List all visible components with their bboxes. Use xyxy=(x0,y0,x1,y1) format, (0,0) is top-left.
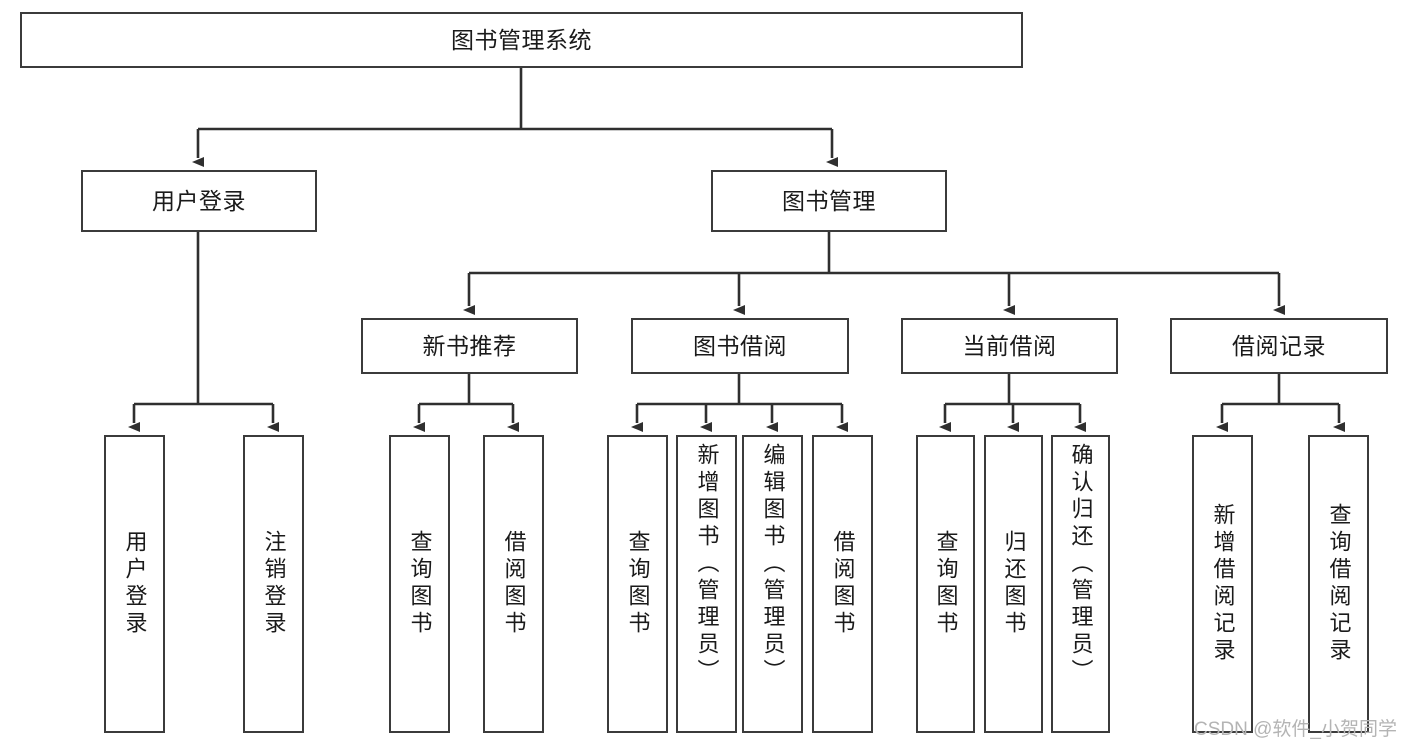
node-book-management-system[interactable]: 图书管理系统 xyxy=(20,12,1023,68)
node-user-login[interactable]: 用户登录 xyxy=(81,170,317,232)
node-book-management[interactable]: 图书管理 xyxy=(711,170,947,232)
leaf-label: 新增借阅记录 xyxy=(1210,503,1236,665)
node-label: 图书借阅 xyxy=(693,332,787,359)
leaf-user-login[interactable]: 用户登录 xyxy=(104,435,165,733)
node-label: 用户登录 xyxy=(152,187,246,214)
leaf-query-book-current[interactable]: 查询图书 xyxy=(916,435,975,733)
leaf-add-borrow-record[interactable]: 新增借阅记录 xyxy=(1192,435,1253,733)
node-new-book-recommendation[interactable]: 新书推荐 xyxy=(361,318,578,374)
leaf-label: 查询图书 xyxy=(625,530,651,638)
leaf-label: 确认归还（管理员） xyxy=(1068,443,1094,686)
leaf-label: 查询借阅记录 xyxy=(1326,503,1352,665)
node-book-borrowing[interactable]: 图书借阅 xyxy=(631,318,849,374)
leaf-query-book-borrow[interactable]: 查询图书 xyxy=(607,435,668,733)
leaf-label: 用户登录 xyxy=(122,530,148,638)
leaf-logout[interactable]: 注销登录 xyxy=(243,435,304,733)
leaf-label: 归还图书 xyxy=(1001,530,1027,638)
leaf-label: 借阅图书 xyxy=(501,530,527,638)
node-current-borrowing[interactable]: 当前借阅 xyxy=(901,318,1118,374)
leaf-borrow-book-recommend[interactable]: 借阅图书 xyxy=(483,435,544,733)
watermark-text: CSDN @软件_小贺同学 xyxy=(1194,719,1397,740)
node-label: 图书管理系统 xyxy=(451,26,592,53)
node-label: 图书管理 xyxy=(782,187,876,214)
leaf-label: 注销登录 xyxy=(261,530,287,638)
leaf-label: 借阅图书 xyxy=(830,530,856,638)
leaf-borrow-book[interactable]: 借阅图书 xyxy=(812,435,873,733)
leaf-label: 查询图书 xyxy=(407,530,433,638)
node-label: 借阅记录 xyxy=(1232,332,1326,359)
node-label: 新书推荐 xyxy=(422,332,517,359)
leaf-confirm-return-admin[interactable]: 确认归还（管理员） xyxy=(1051,435,1110,733)
node-borrowing-record[interactable]: 借阅记录 xyxy=(1170,318,1388,374)
leaf-query-borrow-record[interactable]: 查询借阅记录 xyxy=(1308,435,1369,733)
leaf-label: 新增图书（管理员） xyxy=(694,443,720,686)
leaf-label: 查询图书 xyxy=(933,530,959,638)
leaf-label: 编辑图书（管理员） xyxy=(760,443,786,686)
leaf-query-book-recommend[interactable]: 查询图书 xyxy=(389,435,450,733)
node-label: 当前借阅 xyxy=(962,332,1057,359)
leaf-return-book[interactable]: 归还图书 xyxy=(984,435,1043,733)
leaf-add-book-admin[interactable]: 新增图书（管理员） xyxy=(676,435,737,733)
leaf-edit-book-admin[interactable]: 编辑图书（管理员） xyxy=(742,435,803,733)
